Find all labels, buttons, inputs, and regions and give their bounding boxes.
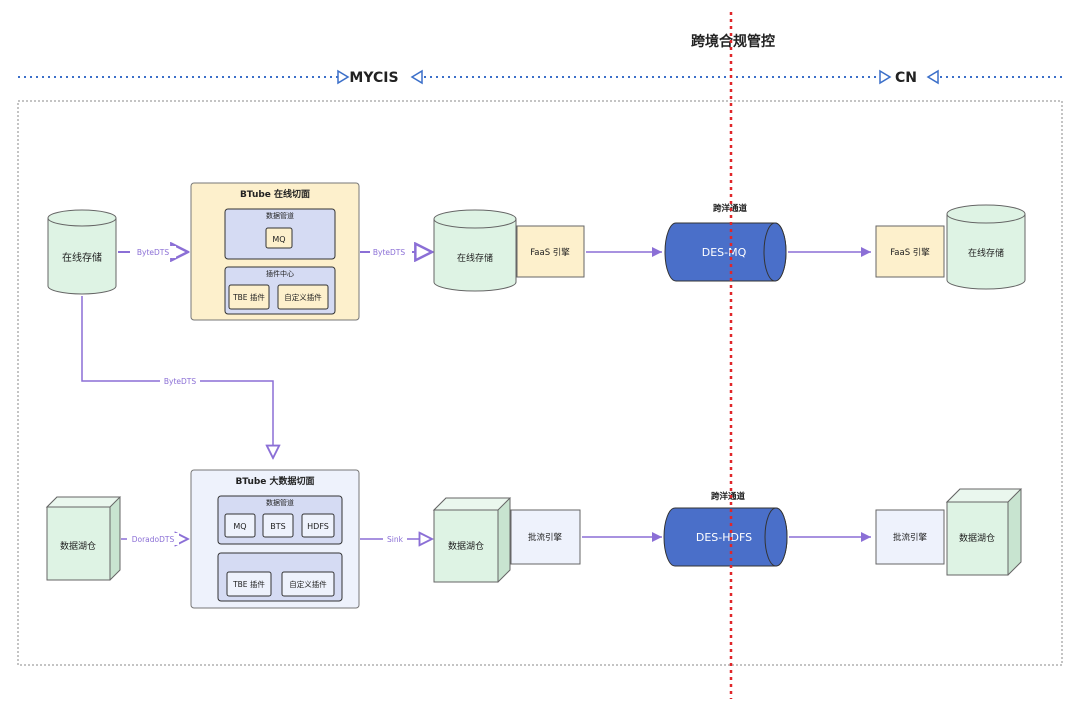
top-source-storage[interactable]: 在线存储: [47, 209, 117, 295]
top-cn-storage-label: 在线存储: [968, 247, 1004, 259]
region-arrow-left: [337, 69, 350, 85]
bottom-channel-label: 跨洋通道: [711, 491, 746, 502]
bottom-plugin-custom-label: 自定义插件: [289, 579, 327, 589]
bottom-batch-engine-label: 批流引擎: [528, 532, 563, 543]
bottom-target-lake[interactable]: 数据湖仓: [432, 497, 512, 583]
top-cn-faas-engine[interactable]: [875, 225, 945, 278]
outer-frame: [17, 100, 1063, 666]
bottom-cn-lake-label: 数据湖仓: [959, 532, 995, 544]
border-title: 跨境合规管控: [691, 33, 775, 50]
vertical-link-label: ByteDTS: [164, 377, 196, 386]
top-link-out-label: ByteDTS: [373, 248, 405, 257]
bottom-pipeline-mq-label: MQ: [233, 522, 246, 531]
bottom-plugin-tbe-label: TBE 插件: [232, 579, 265, 589]
bottom-pipeline-label: 数据管道: [266, 498, 294, 507]
top-target-storage[interactable]: 在线存储: [433, 209, 517, 292]
top-faas-engine-label: FaaS 引擎: [530, 247, 570, 258]
bottom-source-lake[interactable]: 数据湖仓: [45, 496, 122, 581]
region-label-cn: CN: [895, 70, 917, 86]
bottom-batch-engine[interactable]: [510, 509, 581, 565]
bottom-pipeline-bts[interactable]: [262, 513, 294, 538]
top-pipeline-mq-label: MQ: [272, 235, 285, 244]
bottom-link-out-label-bg: [383, 533, 407, 545]
bottom-link-out-label: Sink: [387, 535, 404, 544]
top-target-storage-label: 在线存储: [457, 252, 493, 264]
top-faas-engine[interactable]: [516, 225, 585, 278]
bottom-btube-title: BTube 大数据切面: [235, 475, 314, 487]
bottom-link-in-label: DoradoDTS: [132, 535, 175, 544]
bottom-pipeline-bts-label: BTS: [270, 522, 285, 531]
bottom-cn-lake[interactable]: 数据湖仓: [945, 488, 1023, 576]
bottom-link-in-label-bg: [127, 533, 179, 545]
bottom-plugin-tbe[interactable]: [226, 571, 272, 597]
bottom-pipeline-hdfs-label: HDFS: [307, 522, 329, 531]
bottom-cn-batch-engine[interactable]: [875, 509, 945, 565]
region-arrow-mid-left: [410, 69, 423, 85]
bottom-pipeline-mq[interactable]: [224, 513, 256, 538]
bottom-channel-des-hdfs-label: DES-HDFS: [696, 531, 752, 544]
top-link-out-label-bg: [370, 246, 412, 258]
top-cn-faas-engine-label: FaaS 引擎: [890, 247, 930, 258]
bottom-target-lake-label: 数据湖仓: [448, 540, 484, 552]
top-plugin-custom-label: 自定义插件: [284, 292, 322, 302]
top-btube-title: BTube 在线切面: [240, 188, 310, 200]
bottom-btube-box[interactable]: BTube 大数据切面 数据管道 MQ BTS HDFS TBE 插件 自定义插…: [190, 469, 360, 609]
top-plugin-label: 插件中心: [266, 269, 294, 278]
top-link-in-label: ByteDTS: [137, 248, 169, 257]
top-cn-storage[interactable]: 在线存储: [946, 204, 1026, 290]
top-plugin-custom[interactable]: [277, 284, 329, 310]
top-btube-box[interactable]: BTube 在线切面 数据管道 MQ 插件中心 TBE 插件 自定义插件: [190, 182, 360, 321]
top-pipeline-mq[interactable]: [265, 227, 293, 249]
top-source-label: 在线存储: [62, 251, 102, 264]
vertical-link-label-bg: [160, 375, 200, 387]
bottom-plugin-custom[interactable]: [281, 571, 335, 597]
top-plugin-tbe[interactable]: [228, 284, 270, 310]
region-arrow-right: [926, 69, 939, 85]
top-channel-des-mq-label: DES-MQ: [702, 246, 747, 259]
region-label-mycis: MYCIS: [349, 70, 398, 86]
bottom-channel-des-hdfs[interactable]: DES-HDFS: [663, 507, 788, 567]
top-link-in-label-bg: [130, 246, 176, 258]
bottom-pipeline-hdfs[interactable]: [301, 513, 335, 538]
bottom-cn-batch-engine-label: 批流引擎: [893, 532, 928, 543]
region-arrow-mid-right: [879, 69, 892, 85]
top-channel-des-mq[interactable]: DES-MQ: [664, 222, 787, 282]
bottom-source-label: 数据湖仓: [60, 540, 96, 552]
top-pipeline-label: 数据管道: [266, 211, 294, 220]
top-plugin-tbe-label: TBE 插件: [232, 292, 265, 302]
